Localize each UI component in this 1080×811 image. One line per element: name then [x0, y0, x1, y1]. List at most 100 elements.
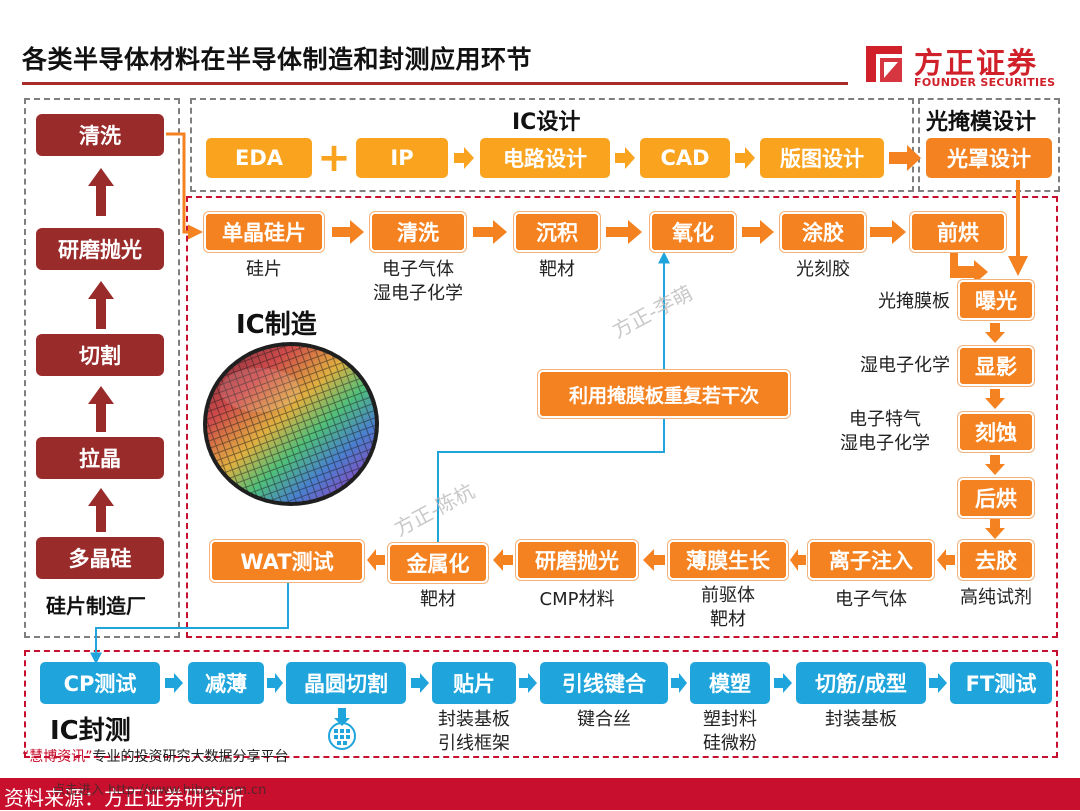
ic-packaging-region: [24, 650, 1058, 758]
right-arrow-icon: [606, 220, 642, 244]
design-eda: EDA: [206, 138, 312, 178]
founder-logo-icon: [866, 46, 902, 82]
mfg-ion-implant: 离子注入: [807, 539, 935, 581]
promo-highlight: “慧博资讯”: [22, 749, 93, 765]
ic-manufacturing-title: IC制造: [236, 310, 317, 340]
up-arrow-icon: [88, 386, 114, 432]
right-arrow-icon: [473, 220, 507, 244]
pkg-die-attach: 贴片: [432, 662, 516, 704]
material-label: 封装基板: [825, 709, 897, 730]
mfg-coating: 涂胶: [779, 211, 867, 253]
plus-icon: +: [317, 135, 351, 181]
pkg-molding: 模塑: [690, 662, 770, 704]
material-label: 封装基板 引线框架: [438, 709, 510, 754]
down-arrow-icon: [985, 519, 1005, 539]
right-arrow-icon: [742, 220, 774, 244]
mfg-oxidation: 氧化: [649, 211, 737, 253]
mfg-single-crystal-wafer: 单晶硅片: [203, 211, 325, 253]
mfg-pre-bake: 前烘: [909, 211, 1007, 253]
footer-bar: [0, 778, 1080, 810]
pkg-wire-bonding: 引线键合: [540, 662, 668, 704]
wafer-step-polysilicon: 多晶硅: [36, 537, 164, 579]
wafer-image: [203, 342, 379, 506]
material-label: 键合丝: [577, 709, 631, 730]
right-arrow-icon: [870, 220, 906, 244]
material-label: 高纯试剂: [960, 587, 1032, 608]
up-arrow-icon: [88, 281, 114, 329]
mask-step: 光罩设计: [926, 138, 1052, 178]
ic-design-title: IC设计: [512, 110, 581, 135]
right-arrow-icon: [615, 147, 635, 169]
dicing-chip-icon: [328, 708, 356, 750]
logo-english: FOUNDER SECURITIES: [914, 76, 1056, 89]
mfg-post-bake: 后烘: [957, 477, 1035, 519]
material-label: 前驱体 靶材: [701, 585, 755, 630]
promo-body: 专业的投资研究大数据分享平台: [92, 749, 289, 765]
wafer-step-polishing: 研磨抛光: [36, 228, 164, 270]
material-label: 光刻胶: [796, 259, 850, 280]
hibor-link[interactable]: 点击进入 http://www.hibor.com.cn: [52, 783, 267, 798]
ic-manufacturing-region: [186, 196, 1058, 638]
pkg-wafer-dicing: 晶圆切割: [286, 662, 406, 704]
left-arrow-icon: [790, 549, 806, 571]
mfg-cmp: 研磨抛光: [515, 539, 639, 581]
wafer-fab-title: 硅片制造厂: [46, 594, 146, 618]
design-ip: IP: [356, 138, 448, 178]
right-arrow-icon: [267, 673, 283, 693]
pkg-ft-test: FT测试: [950, 662, 1052, 704]
material-label: CMP材料: [539, 589, 615, 610]
design-circuit: 电路设计: [480, 138, 610, 178]
mfg-thin-film: 薄膜生长: [667, 539, 789, 581]
mask-design-title: 光掩模设计: [926, 110, 1037, 135]
right-arrow-icon: [519, 673, 537, 693]
left-arrow-icon: [643, 549, 665, 571]
mfg-metallization: 金属化: [387, 542, 489, 584]
design-layout: 版图设计: [760, 138, 884, 178]
wafer-fab-region: [24, 98, 180, 638]
mfg-cleaning: 清洗: [369, 211, 467, 253]
mfg-wat-test: WAT测试: [209, 539, 365, 583]
pkg-thinning: 减薄: [188, 662, 264, 704]
mfg-stripping: 去胶: [957, 539, 1035, 581]
right-arrow-icon: [929, 673, 947, 693]
material-label: 电子特气 湿电子化学: [840, 409, 930, 454]
page-title: 各类半导体材料在半导体制造和封测应用环节: [22, 45, 533, 74]
up-arrow-icon: [88, 168, 114, 216]
promo-text: “慧博资讯”专业的投资研究大数据分享平台: [22, 746, 289, 766]
mfg-developing: 显影: [957, 345, 1035, 387]
pkg-trim-form: 切筋/成型: [796, 662, 926, 704]
mfg-deposition: 沉积: [513, 211, 601, 253]
mfg-exposure: 曝光: [957, 279, 1035, 321]
right-arrow-icon: [165, 673, 183, 693]
material-label: 电子气体: [835, 589, 907, 610]
material-label: 湿电子化学: [860, 355, 950, 376]
right-arrow-icon: [454, 147, 474, 169]
wafer-step-crystal-pulling: 拉晶: [36, 437, 164, 479]
right-arrow-icon: [411, 673, 429, 693]
pkg-cp-test: CP测试: [40, 662, 160, 704]
logo-name: 方正证券: [914, 46, 1039, 80]
ic-packaging-title: IC封测: [50, 716, 131, 746]
material-label: 靶材: [420, 589, 456, 610]
mask-design-region: [918, 98, 1060, 192]
wafer-step-cleaning: 清洗: [36, 114, 164, 156]
design-cad: CAD: [640, 138, 730, 178]
right-arrow-icon: [735, 147, 755, 169]
material-label: 光掩膜板: [878, 291, 950, 312]
ic-design-region: [190, 98, 914, 192]
source-note: 资料来源：方正证券研究所: [4, 786, 244, 810]
right-arrow-icon: [774, 673, 792, 693]
wafer-step-cutting: 切割: [36, 334, 164, 376]
left-arrow-icon: [367, 549, 385, 571]
material-label: 硅片: [246, 259, 282, 280]
right-arrow-icon: [332, 220, 364, 244]
down-arrow-icon: [985, 389, 1005, 409]
repeat-mask-note: 利用掩膜板重复若干次: [537, 369, 791, 419]
left-arrow-icon: [937, 549, 955, 571]
material-label: 靶材: [539, 259, 575, 280]
up-arrow-icon: [88, 488, 114, 532]
down-arrow-icon: [985, 323, 1005, 343]
title-divider: [22, 82, 848, 85]
left-arrow-icon: [493, 549, 513, 571]
